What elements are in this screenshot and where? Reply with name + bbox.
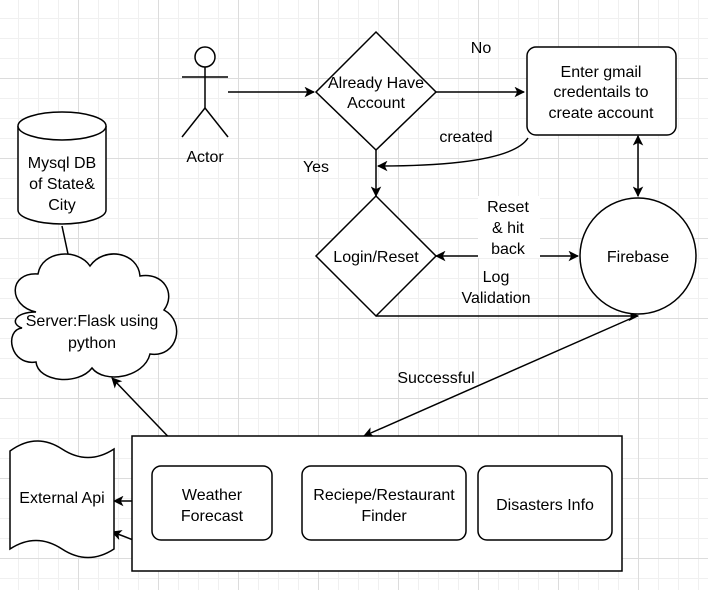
firebase-circle[interactable] [579,197,697,315]
edge-gmail-created-back [376,137,529,172]
edge-label-created: created [439,129,492,146]
edge-label-yes: Yes [303,159,329,176]
reset-label-bg [478,196,540,258]
edge-label-reset-line3: back [491,241,526,258]
mysql-label-line1: Mysql DB [28,155,96,172]
recipe-restaurant-finder-box[interactable] [301,465,467,541]
weather-label-line1: Weather [182,487,243,504]
decision-already-have-account[interactable] [314,30,438,152]
gmail-credentials-box[interactable] [526,46,677,136]
edge-label-successful: Successful [397,370,474,387]
decision-label-line1: Already Have [328,75,424,92]
edge-label-reset-line2: & hit [492,220,525,237]
mysql-label-line3: City [48,197,76,214]
edge-label-log-line2: Validation [461,290,530,307]
weather-forecast-box[interactable] [151,465,273,541]
recipe-label-line1: Reciepe/Restaurant [313,487,455,504]
gmail-label-line2: credentails to [553,84,648,101]
disasters-info-box[interactable] [477,465,613,541]
edge-firebase-to-app [363,317,633,437]
server-label-line1: Server:Flask using [26,313,159,330]
firebase-label: Firebase [607,249,669,266]
weather-label-line2: Forecast [181,508,244,525]
recipe-label-line2: Finder [361,508,407,525]
disasters-label: Disasters Info [496,497,594,514]
login-reset-label: Login/Reset [333,249,419,266]
mysql-label-line2: of State& [29,176,95,193]
external-api-shape[interactable] [9,440,115,559]
edge-label-no: No [471,40,492,57]
edge-label-log-line1: Log [483,269,510,286]
external-api-label: External Api [19,490,104,507]
server-cloud[interactable] [11,253,178,381]
decision-label-line2: Account [347,95,405,112]
actor-figure [181,46,229,138]
actor-label: Actor [186,149,224,166]
gmail-label-line3: create account [549,105,655,122]
gmail-label-line1: Enter gmail [561,64,642,81]
decision-login-reset[interactable] [314,194,438,318]
server-label-line2: python [68,335,116,352]
mysql-db-cylinder[interactable] [17,111,107,225]
edge-label-reset-line1: Reset [487,199,529,216]
